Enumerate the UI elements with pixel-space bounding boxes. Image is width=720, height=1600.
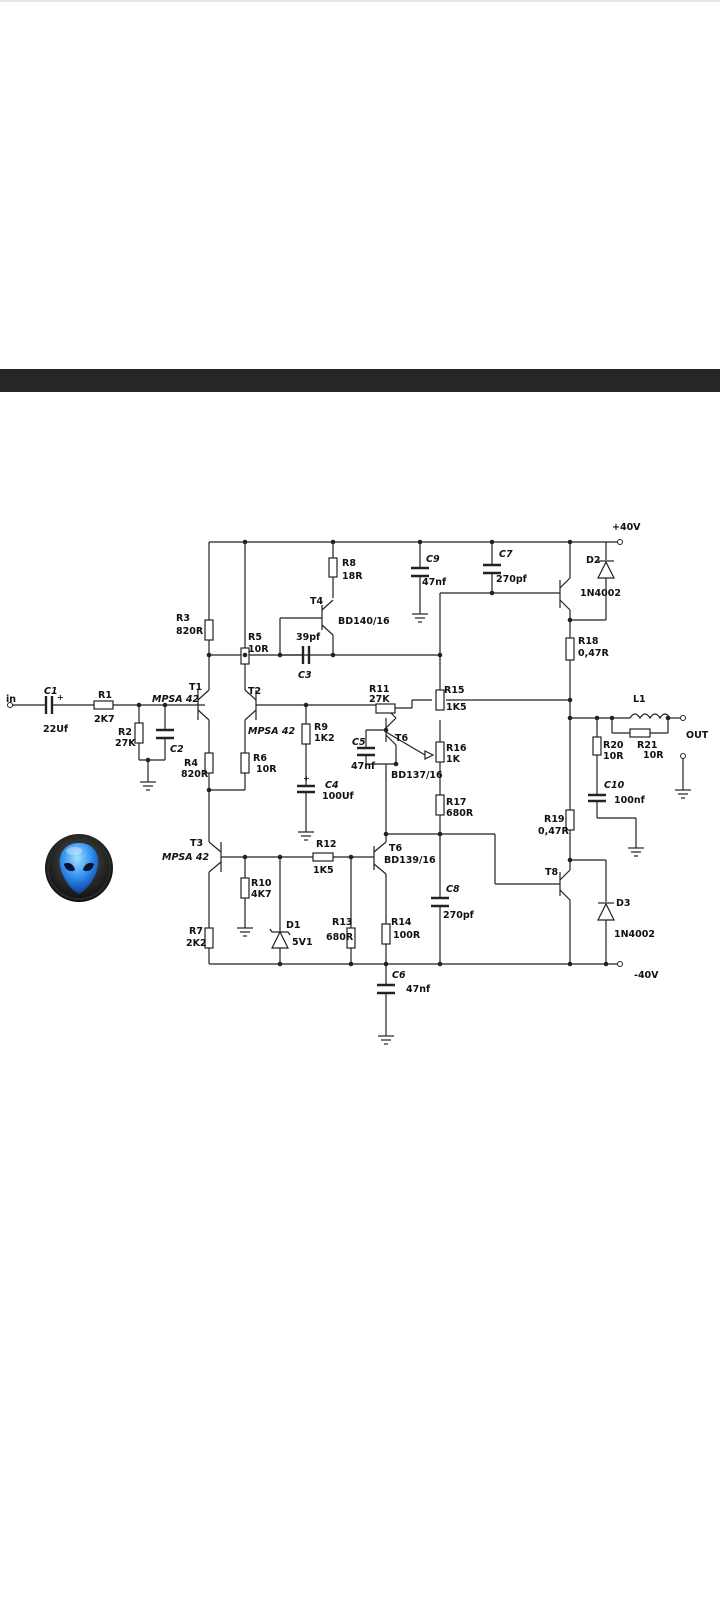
label-t4: T4 — [310, 596, 323, 607]
label-c6-val: 47nf — [406, 984, 431, 995]
components — [7, 539, 686, 995]
label-c3-val: 39pf — [296, 632, 321, 643]
label-r5: R5 — [248, 632, 262, 643]
label-in: in — [6, 694, 16, 705]
label-t3: T3 — [190, 838, 203, 849]
svg-text:+: + — [303, 774, 310, 783]
label-c9: C9 — [426, 554, 440, 565]
label-c5-val: 47nf — [351, 761, 376, 772]
label-minus40: -40V — [634, 970, 659, 981]
label-r9-val: 1K2 — [314, 733, 335, 744]
label-c1: C1 — [44, 686, 58, 697]
label-r15: R15 — [444, 685, 465, 696]
label-r7: R7 — [189, 926, 203, 937]
label-l1: L1 — [633, 694, 646, 705]
label-d3-val: 1N4002 — [614, 929, 655, 940]
label-r5-val: 10R — [248, 644, 269, 655]
label-c4: C4 — [325, 780, 339, 791]
wiring — [10, 541, 691, 1045]
label-t6a: T6 — [395, 733, 408, 744]
svg-text:+: + — [57, 693, 64, 702]
label-r14-val: 100R — [393, 930, 421, 941]
label-d1: D1 — [286, 920, 301, 931]
labels: in OUT +40V -40V C1 + 22Uf R1 2K7 R2 27K… — [6, 522, 709, 995]
label-r1-val: 2K7 — [94, 714, 115, 725]
label-r4-val: 820R — [181, 769, 209, 780]
junctions — [136, 539, 671, 967]
label-r8: R8 — [342, 558, 356, 569]
label-c10: C10 — [604, 780, 625, 791]
label-r17: R17 — [446, 797, 467, 808]
label-c10-val: 100nf — [614, 795, 646, 806]
label-t4-type: BD140/16 — [338, 616, 390, 627]
label-r14: R14 — [391, 917, 412, 928]
label-r13-val: 680R — [326, 932, 354, 943]
label-c5: C5 — [352, 737, 366, 748]
label-r6: R6 — [253, 753, 267, 764]
label-d1-val: 5V1 — [292, 937, 313, 948]
label-c9-val: 47nf — [422, 577, 447, 588]
label-r20: R20 — [603, 740, 624, 751]
label-r18-val: 0,47R — [578, 648, 609, 659]
label-r20-val: 10R — [603, 751, 624, 762]
label-t3-type: MPSA 42 — [162, 852, 210, 863]
label-r4: R4 — [184, 758, 198, 769]
label-r21: R21 — [637, 740, 658, 751]
label-t2: T2 — [248, 686, 261, 697]
label-out: OUT — [686, 730, 709, 741]
label-r19-val: 0,47R — [538, 826, 569, 837]
label-c3: C3 — [298, 670, 312, 681]
label-t1: T1 — [189, 682, 202, 693]
label-r12: R12 — [316, 839, 337, 850]
label-d2: D2 — [586, 555, 601, 566]
label-r11-val: 27K — [369, 694, 390, 705]
label-t8: T8 — [545, 867, 558, 878]
label-t6b: T6 — [389, 843, 402, 854]
label-r16: R16 — [446, 743, 467, 754]
label-plus40: +40V — [612, 522, 641, 533]
label-r19: R19 — [544, 814, 565, 825]
label-r16-val: 1K — [446, 754, 461, 765]
label-r3: R3 — [176, 613, 190, 624]
label-c7: C7 — [499, 549, 513, 560]
label-c1-val: 22Uf — [43, 724, 69, 735]
label-r3-val: 820R — [176, 626, 204, 637]
label-d2-val: 1N4002 — [580, 588, 621, 599]
label-r2-val: 27K — [115, 738, 136, 749]
label-r12-val: 1K5 — [313, 865, 334, 876]
label-r13: R13 — [332, 917, 353, 928]
label-r15-val: 1K5 — [446, 702, 467, 713]
label-r18: R18 — [578, 636, 599, 647]
label-t6a-type: BD137/16 — [391, 770, 443, 781]
label-r17-val: 680R — [446, 808, 474, 819]
alien-avatar-icon[interactable] — [44, 833, 114, 903]
label-c4-val: 100Uf — [322, 791, 355, 802]
label-t2-type: MPSA 42 — [248, 726, 296, 737]
label-d3: D3 — [616, 898, 631, 909]
label-c8-val: 270pf — [443, 910, 475, 921]
label-r11: R11 — [369, 684, 390, 695]
label-c7-val: 270pf — [496, 574, 528, 585]
label-r10-val: 4K7 — [251, 889, 272, 900]
top-edge — [0, 0, 720, 2]
label-r21-val: 10R — [643, 750, 664, 761]
label-c2: C2 — [170, 744, 184, 755]
label-c6: C6 — [392, 970, 406, 981]
label-t1-type: MPSA 42 — [152, 694, 200, 705]
label-r1: R1 — [98, 690, 112, 701]
label-r7-val: 2K2 — [186, 938, 207, 949]
label-r10: R10 — [251, 878, 272, 889]
label-r8-val: 18R — [342, 571, 363, 582]
label-r2: R2 — [118, 727, 132, 738]
label-c8: C8 — [446, 884, 460, 895]
divider-band — [0, 369, 720, 392]
label-r9: R9 — [314, 722, 328, 733]
label-r6-val: 10R — [256, 764, 277, 775]
label-t6b-type: BD139/16 — [384, 855, 436, 866]
